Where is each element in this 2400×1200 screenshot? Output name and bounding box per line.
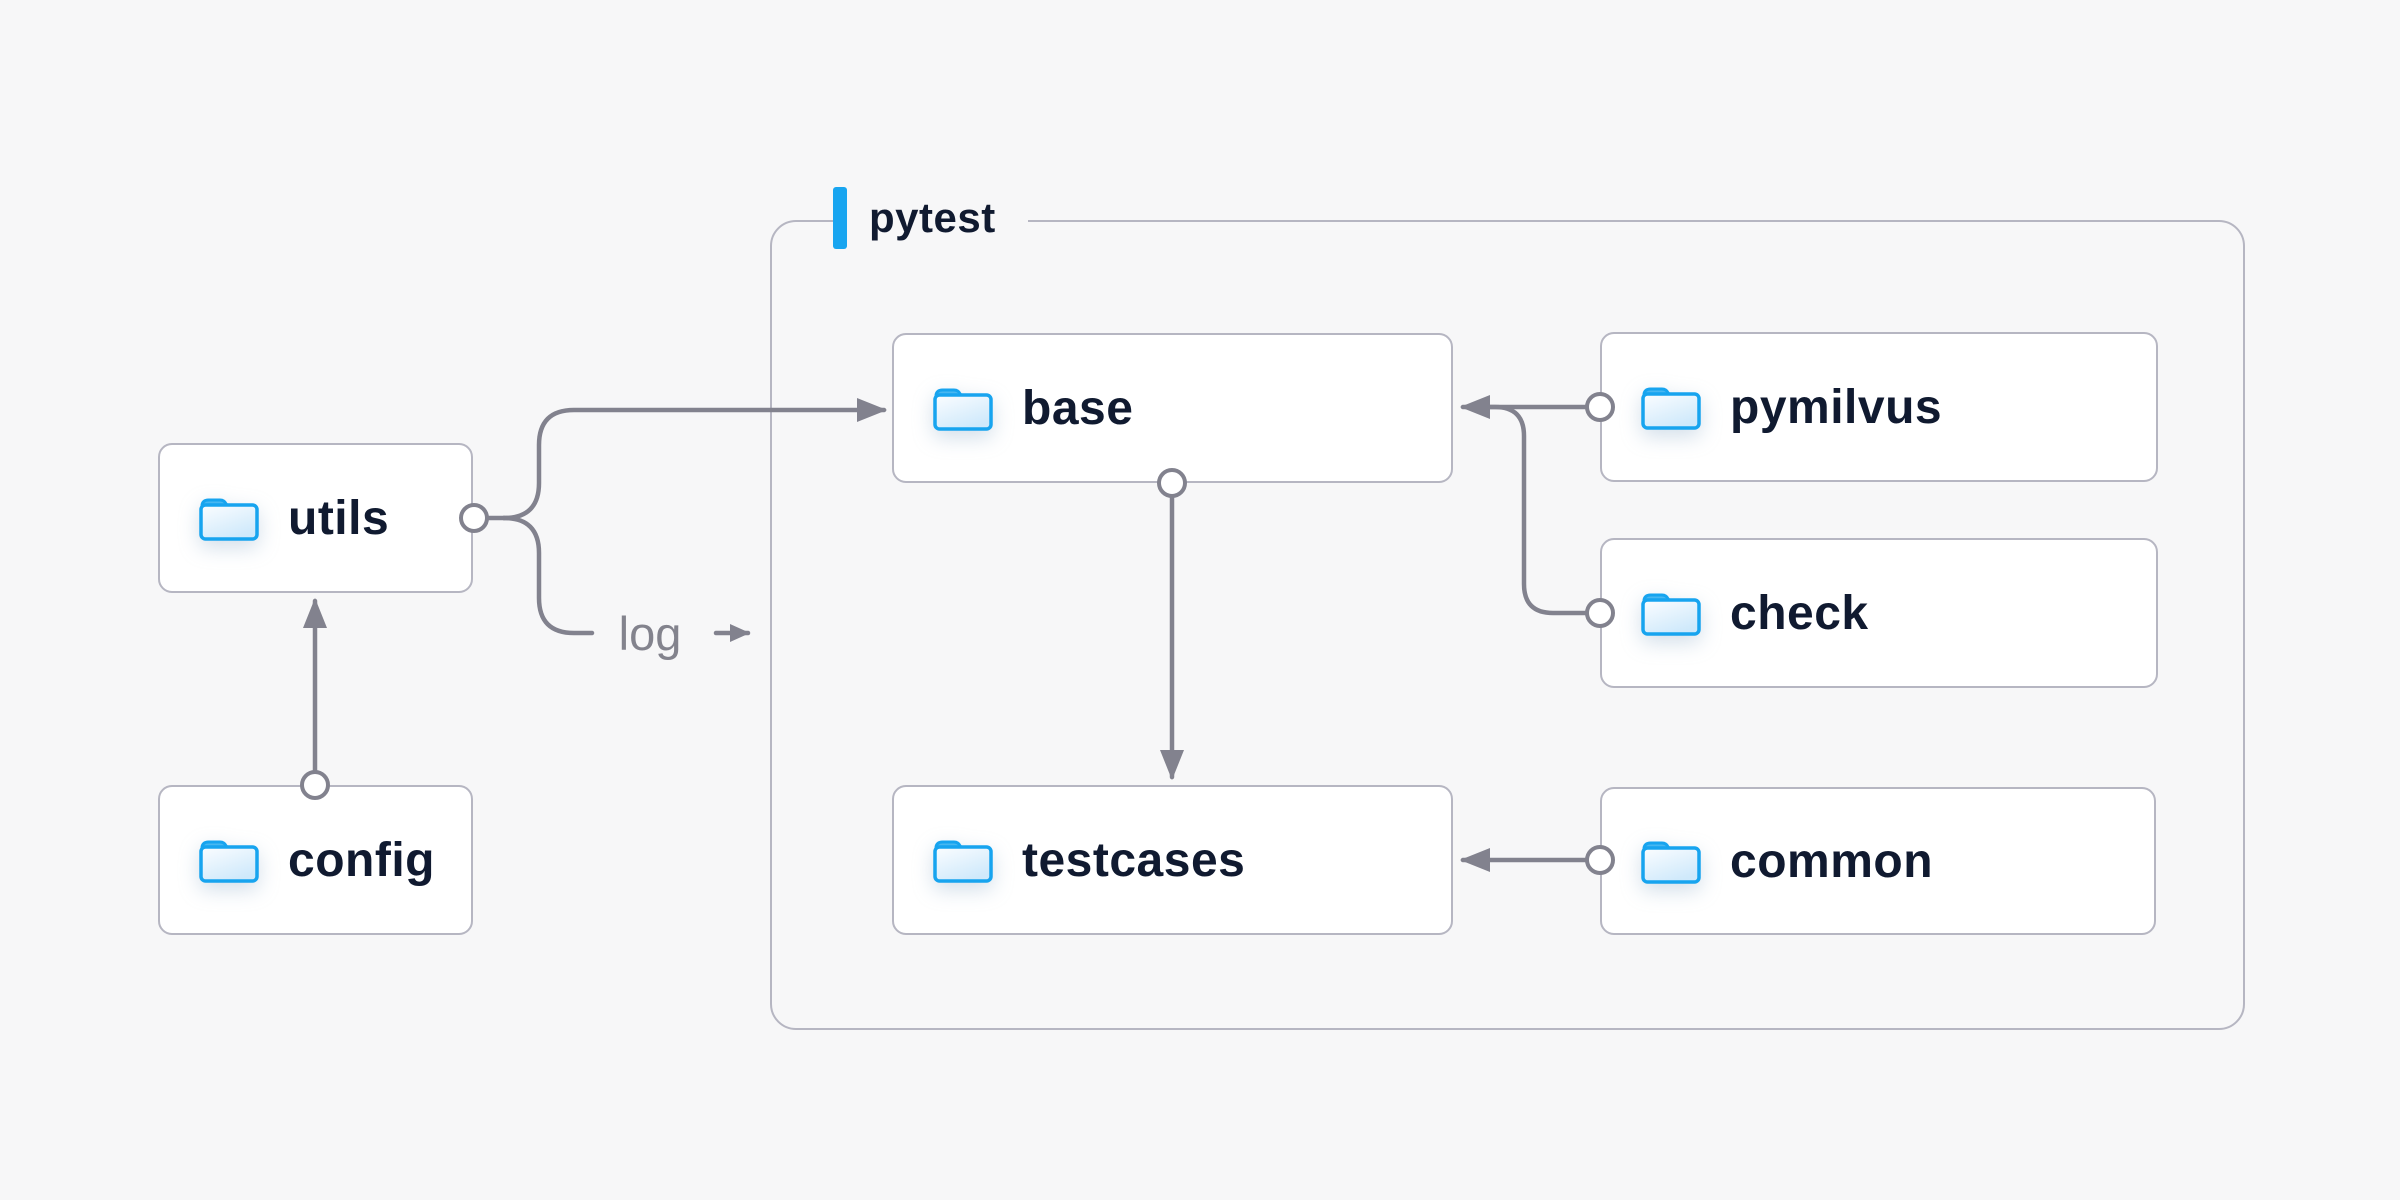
pytest-group-label: pytest xyxy=(833,186,1028,250)
accent-bar xyxy=(833,187,847,249)
pytest-group-title: pytest xyxy=(869,194,996,241)
folder-icon xyxy=(933,388,993,431)
folder-icon xyxy=(199,840,259,883)
pytest-group-container xyxy=(770,220,2245,1030)
node-label: check xyxy=(1730,586,1869,640)
edge-check-to-base xyxy=(1467,404,1603,616)
node-label: utils xyxy=(288,491,390,545)
port-config-top xyxy=(300,770,330,800)
port-common-left xyxy=(1585,845,1615,875)
node-common: common xyxy=(1600,787,2156,935)
node-label: base xyxy=(1022,381,1134,435)
port-base-bottom xyxy=(1157,468,1187,498)
edge-utils-to-log xyxy=(501,515,595,636)
node-label: testcases xyxy=(1022,833,1246,887)
port-utils-right xyxy=(459,503,489,533)
node-label: common xyxy=(1730,834,1934,888)
port-pymilvus-left xyxy=(1585,392,1615,422)
folder-icon xyxy=(933,840,993,883)
node-config: config xyxy=(158,785,473,935)
edge-utils-to-base xyxy=(501,398,887,521)
log-edge-label: log xyxy=(618,607,682,660)
folder-icon xyxy=(1641,593,1701,636)
node-label: config xyxy=(288,833,435,887)
node-utils: utils xyxy=(158,443,473,593)
node-testcases: testcases xyxy=(892,785,1453,935)
node-base: base xyxy=(892,333,1453,483)
node-check: check xyxy=(1600,538,2158,688)
port-check-left xyxy=(1585,598,1615,628)
node-label: pymilvus xyxy=(1730,380,1943,434)
folder-icon xyxy=(199,498,259,541)
folder-icon xyxy=(1641,841,1701,884)
folder-icon xyxy=(1641,387,1701,430)
